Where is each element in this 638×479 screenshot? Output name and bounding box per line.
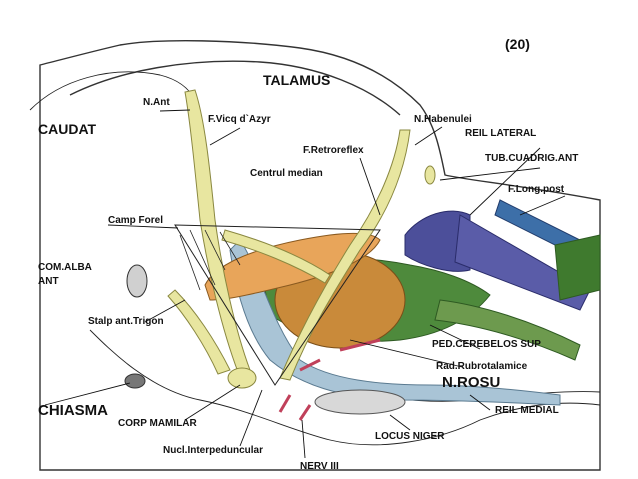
label-corp-mamilar: CORP MAMILAR <box>118 418 197 429</box>
ventral-contour <box>89 329 601 446</box>
label-stalp-ant-trigon: Stalp ant.Trigon <box>88 316 164 327</box>
page-number: (20) <box>505 36 530 52</box>
label-nerv-iii: NERV III <box>300 461 339 472</box>
label-com-alba-ant: ANT <box>38 276 59 287</box>
leader-lines <box>44 109 566 459</box>
label-chiasma: CHIASMA <box>38 402 108 419</box>
label-centrul-median: Centrul median <box>250 168 323 179</box>
label-f-vicq-dazyr: F.Vicq d`Azyr <box>208 114 271 125</box>
locus-niger <box>314 389 406 415</box>
reil-medial <box>229 239 561 406</box>
reil-lateral-fan <box>404 210 471 272</box>
chiasma-body <box>124 373 146 389</box>
hatch-lines <box>179 229 241 291</box>
label-rad-rubrotalamice: Rad.Rubrotalamice <box>436 361 528 372</box>
caudate-curve <box>29 71 196 111</box>
reil-lateral-band <box>454 214 591 311</box>
label-nucl-interpeduncular: Nucl.Interpeduncular <box>163 445 264 456</box>
stalp-trigon <box>167 289 231 375</box>
brain-outline <box>39 40 601 471</box>
label-reil-medial: REIL MEDIAL <box>495 405 559 416</box>
label-locus-niger: LOCUS NIGER <box>375 431 445 442</box>
label-f-retroreflex: F.Retroreflex <box>303 145 364 156</box>
label-ped-cerebelos-sup: PED.CEREBELOS SUP <box>432 339 541 350</box>
habenular-nucleus <box>424 165 436 185</box>
label-com-alba: COM.ALBA <box>38 262 92 273</box>
rubrothalamic-rays <box>278 338 381 421</box>
label-camp-forel: Camp Forel <box>108 215 164 226</box>
label-caudat: CAUDAT <box>38 121 97 137</box>
label-talamus: TALAMUS <box>263 72 331 88</box>
label-n-ant: N.Ant <box>143 97 170 108</box>
commissure-alba <box>126 264 148 298</box>
label-n-habenulei: N.Habenulei <box>414 114 472 125</box>
thalamus-curve <box>69 60 401 116</box>
label-f-long-post: F.Long.post <box>508 184 565 195</box>
camp-forel-triangle <box>174 224 381 386</box>
label-reil-lateral: REIL LATERAL <box>465 128 537 139</box>
green-lower-band <box>434 299 581 361</box>
mamillary-body <box>227 367 257 389</box>
label-n-rosu: N.ROSU <box>442 374 501 391</box>
camp-forel-tract <box>221 229 331 284</box>
label-tub-cuadrig-ant: TUB.CUADRIG.ANT <box>485 153 579 164</box>
green-block <box>554 234 601 301</box>
